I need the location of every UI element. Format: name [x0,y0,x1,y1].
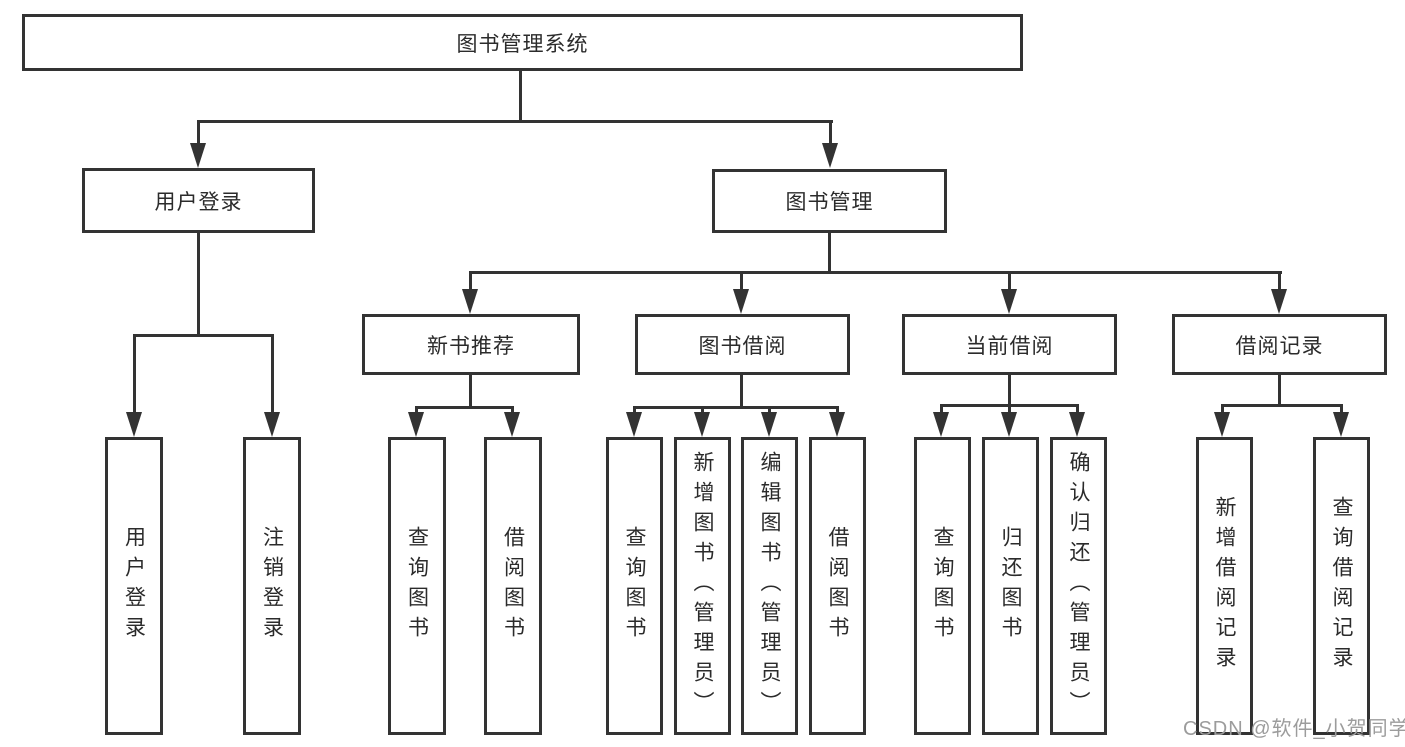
watermark-text: CSDN @软件_小贺同学 [1183,718,1405,740]
connector-line [415,406,514,409]
arrow-down-icon [264,412,280,437]
arrow-down-icon [822,143,838,168]
leaf-label: 查询图书 [405,526,429,646]
connector-line [836,406,839,416]
connector-line [701,406,704,416]
connector-line [1008,404,1011,416]
connector-line [1221,404,1343,407]
node-library-system: 图书管理系统 [22,14,1023,71]
leaf-query-books-current: 查询图书 [914,437,971,735]
arrow-down-icon [1333,412,1349,437]
connector-line [1340,404,1343,416]
connector-line [633,406,636,416]
connector-line [469,271,1282,274]
leaf-return-book: 归还图书 [982,437,1039,735]
leaf-confirm-return-admin: 确认归还（管理员） [1050,437,1107,735]
connector-line [133,334,136,416]
connector-line [469,271,472,293]
arrow-down-icon [1001,412,1017,437]
connector-line [197,233,200,337]
leaf-user-login: 用户登录 [105,437,163,735]
connector-line [940,404,943,416]
leaf-edit-book-admin: 编辑图书（管理员） [741,437,798,735]
node-current-borrow: 当前借阅 [902,314,1117,375]
connector-line [1008,375,1011,407]
arrow-down-icon [694,412,710,437]
arrow-down-icon [1271,289,1287,314]
leaf-query-books-borrow: 查询图书 [606,437,663,735]
connector-line [740,271,743,293]
leaf-borrow-books-recommend: 借阅图书 [484,437,542,735]
node-book-borrow: 图书借阅 [635,314,850,375]
connector-line [511,406,514,416]
connector-line [197,120,200,146]
leaf-logout: 注销登录 [243,437,301,735]
leaf-label: 编辑图书（管理员） [758,451,782,721]
connector-line [197,120,833,123]
connector-line [768,406,771,416]
arrow-down-icon [933,412,949,437]
leaf-label: 用户登录 [122,526,146,646]
arrow-down-icon [733,289,749,314]
leaf-query-books-recommend: 查询图书 [388,437,446,735]
leaf-query-borrow-record: 查询借阅记录 [1313,437,1370,735]
node-borrow-records: 借阅记录 [1172,314,1387,375]
arrow-down-icon [761,412,777,437]
leaf-label: 查询图书 [623,526,647,646]
leaf-label: 新增图书（管理员） [691,451,715,721]
leaf-borrow-books: 借阅图书 [809,437,866,735]
leaf-label: 借阅图书 [826,526,850,646]
connector-line [1076,404,1079,416]
leaf-add-book-admin: 新增图书（管理员） [674,437,731,735]
node-book-management: 图书管理 [712,169,947,233]
connector-line [1221,404,1224,416]
leaf-label: 确认归还（管理员） [1067,451,1091,721]
connector-line [415,406,418,416]
connector-line [1278,271,1281,293]
connector-line [519,71,522,123]
node-new-book-recommend: 新书推荐 [362,314,580,375]
leaf-add-borrow-record: 新增借阅记录 [1196,437,1253,735]
arrow-down-icon [829,412,845,437]
leaf-label: 注销登录 [260,526,284,646]
arrow-down-icon [126,412,142,437]
leaf-label: 新增借阅记录 [1213,496,1237,676]
leaf-label: 借阅图书 [501,526,525,646]
arrow-down-icon [190,143,206,168]
connector-line [740,375,743,409]
arrow-down-icon [1001,289,1017,314]
arrow-down-icon [408,412,424,437]
arrow-down-icon [626,412,642,437]
connector-line [633,406,838,409]
connector-line [133,334,274,337]
connector-line [829,120,832,146]
arrow-down-icon [462,289,478,314]
arrow-down-icon [1214,412,1230,437]
leaf-label: 查询图书 [931,526,955,646]
arrow-down-icon [1069,412,1085,437]
arrow-down-icon [504,412,520,437]
connector-line [1008,271,1011,293]
connector-line [828,233,831,274]
connector-line [1278,375,1281,407]
leaf-label: 查询借阅记录 [1330,496,1354,676]
connector-line [469,375,472,409]
connector-line [271,334,274,416]
leaf-label: 归还图书 [999,526,1023,646]
node-user-login: 用户登录 [82,168,315,233]
